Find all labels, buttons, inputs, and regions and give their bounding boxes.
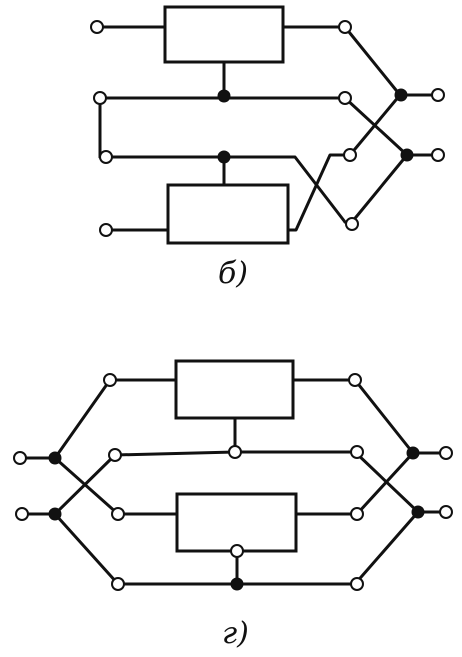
- diagram-g-junctions: [48, 446, 425, 591]
- diagram-g-caption: г): [222, 616, 249, 651]
- diagram-b-terminals: [90, 20, 445, 237]
- diagram-g-block-bottom: [175, 492, 298, 553]
- diagram-g-block-top: [174, 359, 295, 420]
- diagram-b: б): [90, 5, 445, 291]
- diagram-b-block-top: [163, 5, 285, 64]
- diagram-g-terminals: [13, 373, 453, 591]
- diagram-b-caption: б): [218, 256, 248, 291]
- diagram-g: г): [13, 359, 453, 651]
- diagram-b-junctions: [217, 88, 414, 164]
- diagram-b-block-bottom: [166, 183, 290, 245]
